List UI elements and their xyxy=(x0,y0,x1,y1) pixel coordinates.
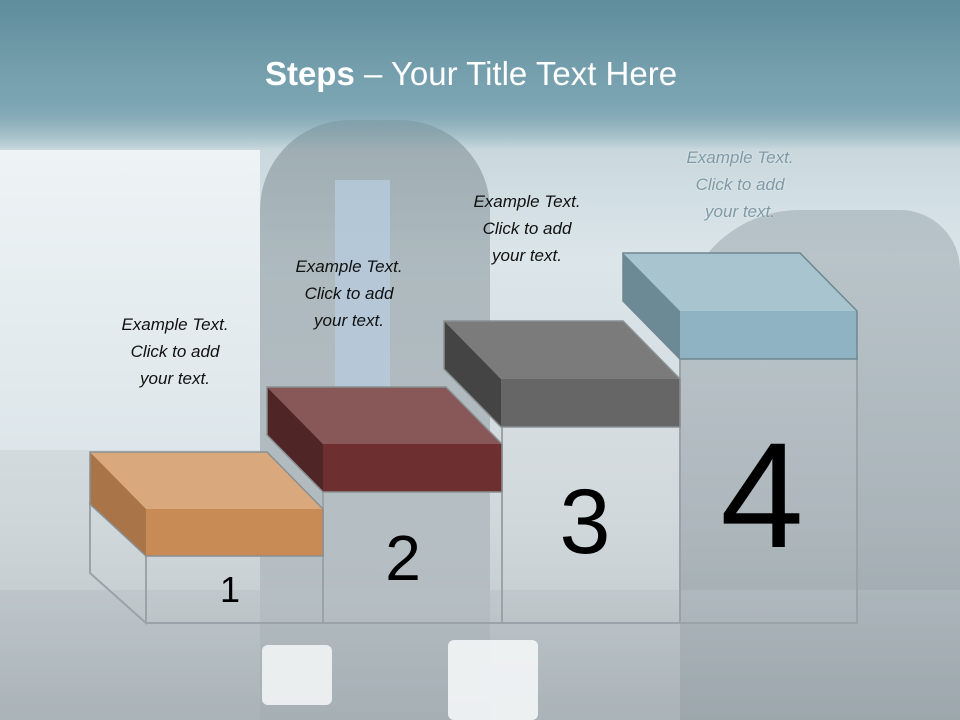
step-3-caption[interactable]: Example Text. Click to add your text. xyxy=(452,188,602,269)
caption-line: Example Text. xyxy=(473,192,581,211)
step-3-front xyxy=(501,379,680,427)
step-4-number: 4 xyxy=(720,411,804,579)
caption-line: your text. xyxy=(492,246,562,265)
step-3-block[interactable] xyxy=(443,320,681,428)
step-2-top xyxy=(267,387,502,444)
step-4-caption[interactable]: Example Text. Click to add your text. xyxy=(665,144,815,225)
title-band xyxy=(0,0,960,150)
background-cup xyxy=(448,640,538,720)
caption-line: your text. xyxy=(705,202,775,221)
step-4-front xyxy=(680,311,857,359)
caption-line: Click to add xyxy=(482,219,572,238)
step-3-number: 3 xyxy=(559,471,611,573)
background-cup xyxy=(262,645,332,705)
step-2-side xyxy=(267,387,323,492)
caption-line: your text. xyxy=(140,369,210,388)
slide-title[interactable]: Steps – Your Title Text Here xyxy=(0,55,942,93)
background-whiteboard xyxy=(0,150,260,450)
caption-line: Click to add xyxy=(304,284,394,303)
step-1-caption[interactable]: Example Text. Click to add your text. xyxy=(100,311,250,392)
caption-line: Example Text. xyxy=(686,148,794,167)
step-2-front xyxy=(323,444,502,492)
step-4-block[interactable] xyxy=(622,252,858,360)
step-2-block[interactable] xyxy=(266,386,503,493)
step-1-outline-front xyxy=(145,553,324,624)
title-bold: Steps xyxy=(264,55,355,92)
step-3-outline-front xyxy=(501,425,681,624)
caption-line: Example Text. xyxy=(121,315,229,334)
step-1-front xyxy=(146,509,323,556)
step-1-block[interactable] xyxy=(89,451,324,557)
caption-line: Click to add xyxy=(695,175,785,194)
step-3-side xyxy=(444,321,501,427)
caption-line: your text. xyxy=(314,311,384,330)
step-2-outline-front xyxy=(322,490,503,624)
step-2-number: 2 xyxy=(385,522,421,594)
step-1-top xyxy=(90,452,323,509)
title-rest: – Your Title Text Here xyxy=(354,55,678,92)
step-3-top xyxy=(444,321,680,379)
step-4-top xyxy=(623,253,857,311)
caption-line: Example Text. xyxy=(295,257,403,276)
caption-line: Click to add xyxy=(130,342,220,361)
background-tie xyxy=(335,180,390,410)
step-1-number: 1 xyxy=(219,569,241,610)
step-2-caption[interactable]: Example Text. Click to add your text. xyxy=(274,253,424,334)
step-1-side xyxy=(90,452,146,556)
step-outlines xyxy=(89,357,858,626)
step-4-side xyxy=(623,253,680,359)
step-4-outline-front xyxy=(679,357,858,624)
